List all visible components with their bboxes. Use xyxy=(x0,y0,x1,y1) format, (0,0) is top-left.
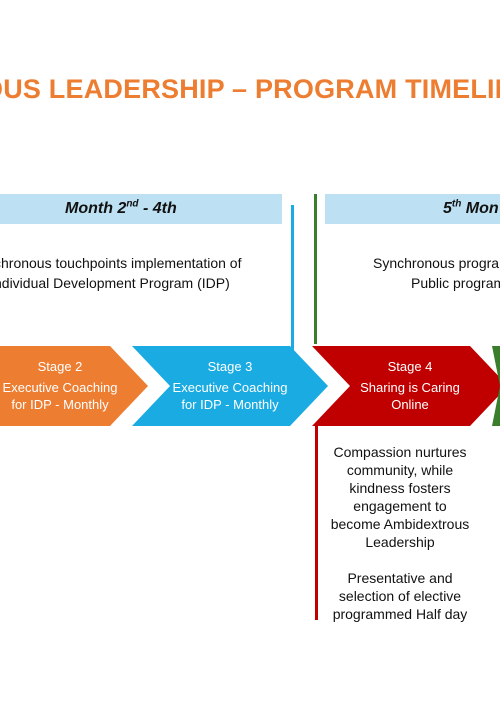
month-bar-2-4: Month 2nd - 4th xyxy=(0,194,282,224)
divider-line-red xyxy=(315,424,318,620)
page-title: OUS LEADERSHIP – PROGRAM TIMELIN xyxy=(0,74,500,104)
stage-name: Stage 2 xyxy=(37,359,83,374)
stage-name: Stage 4 xyxy=(387,359,433,374)
stage-line: Executive Coaching xyxy=(2,380,118,395)
stage-4-chevron xyxy=(312,346,500,426)
stage-line: for IDP - Monthly xyxy=(181,397,279,412)
divider-line-blue xyxy=(291,205,294,355)
detail-line: become Ambidextrous xyxy=(330,516,470,532)
stage-line: Sharing is Caring xyxy=(360,380,460,395)
stage-3-label: Stage 3 Executive Coaching for IDP - Mon… xyxy=(160,358,300,413)
detail-line: community, while xyxy=(346,462,454,478)
detail-line: programmed Half day xyxy=(332,606,468,622)
stage-2-chevron xyxy=(0,346,148,426)
stage-line: Executive Coaching xyxy=(172,380,288,395)
stage-name: Stage 3 xyxy=(207,359,253,374)
description-month-2-4: chronous touchpoints implementation of n… xyxy=(0,253,241,293)
stage-4-detail-para2: Presentative and selection of elective p… xyxy=(318,569,482,623)
description-line: Public program xyxy=(411,275,500,291)
detail-line: selection of elective xyxy=(338,588,462,604)
stage-2-label: Stage 2 Executive Coaching for IDP - Mon… xyxy=(0,358,130,413)
month-bar-5: 5th Mon xyxy=(325,194,500,224)
stage-3-chevron xyxy=(132,346,328,426)
stage-line: Online xyxy=(391,397,429,412)
description-line: Synchronous progra xyxy=(373,255,500,271)
stage-5-chevron-edge xyxy=(492,346,500,426)
detail-line: Leadership xyxy=(365,534,435,550)
detail-line: engagement to xyxy=(353,498,447,514)
detail-line: Compassion nurtures xyxy=(333,444,467,460)
stage-line: for IDP - Monthly xyxy=(11,397,109,412)
description-line: chronous touchpoints implementation of xyxy=(0,255,242,271)
month-label-2-4: Month 2nd - 4th xyxy=(65,198,177,217)
month-label-5: 5th Mon xyxy=(443,198,499,217)
description-line: ndividual Development Program (IDP) xyxy=(0,275,230,291)
detail-line: Presentative and xyxy=(347,570,453,586)
detail-line: kindness fosters xyxy=(349,480,451,496)
description-month-5: Synchronous progra Public program xyxy=(373,253,500,293)
stage-4-label: Stage 4 Sharing is Caring Online xyxy=(340,358,480,413)
divider-line-green xyxy=(314,194,317,344)
stage-4-detail-para1: Compassion nurtures community, while kin… xyxy=(318,443,482,551)
